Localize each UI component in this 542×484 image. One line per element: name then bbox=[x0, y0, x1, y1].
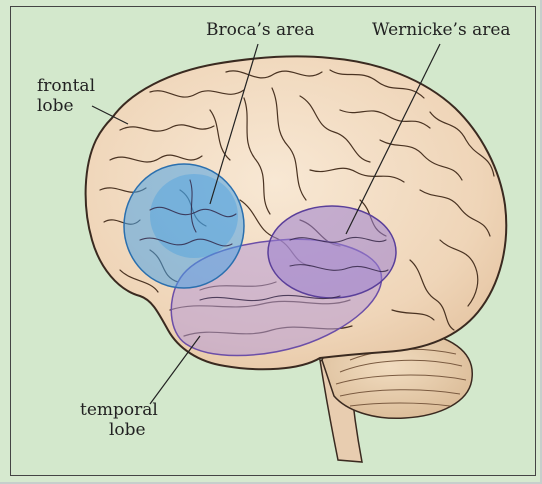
temporal-lobe-label: temporal lobe bbox=[80, 400, 158, 440]
temporal-lobe-label-line1: temporal bbox=[80, 400, 158, 420]
frontal-lobe-label-line1: frontal bbox=[37, 76, 95, 96]
broca-label: Broca’s area bbox=[206, 20, 315, 40]
wernicke-region bbox=[268, 206, 396, 298]
temporal-pointer bbox=[150, 336, 200, 404]
frontal-lobe-label: frontal lobe bbox=[37, 76, 95, 116]
wernicke-label: Wernicke’s area bbox=[372, 20, 511, 40]
frontal-lobe-label-line2: lobe bbox=[37, 96, 95, 116]
temporal-lobe-label-line2: lobe bbox=[80, 420, 158, 440]
